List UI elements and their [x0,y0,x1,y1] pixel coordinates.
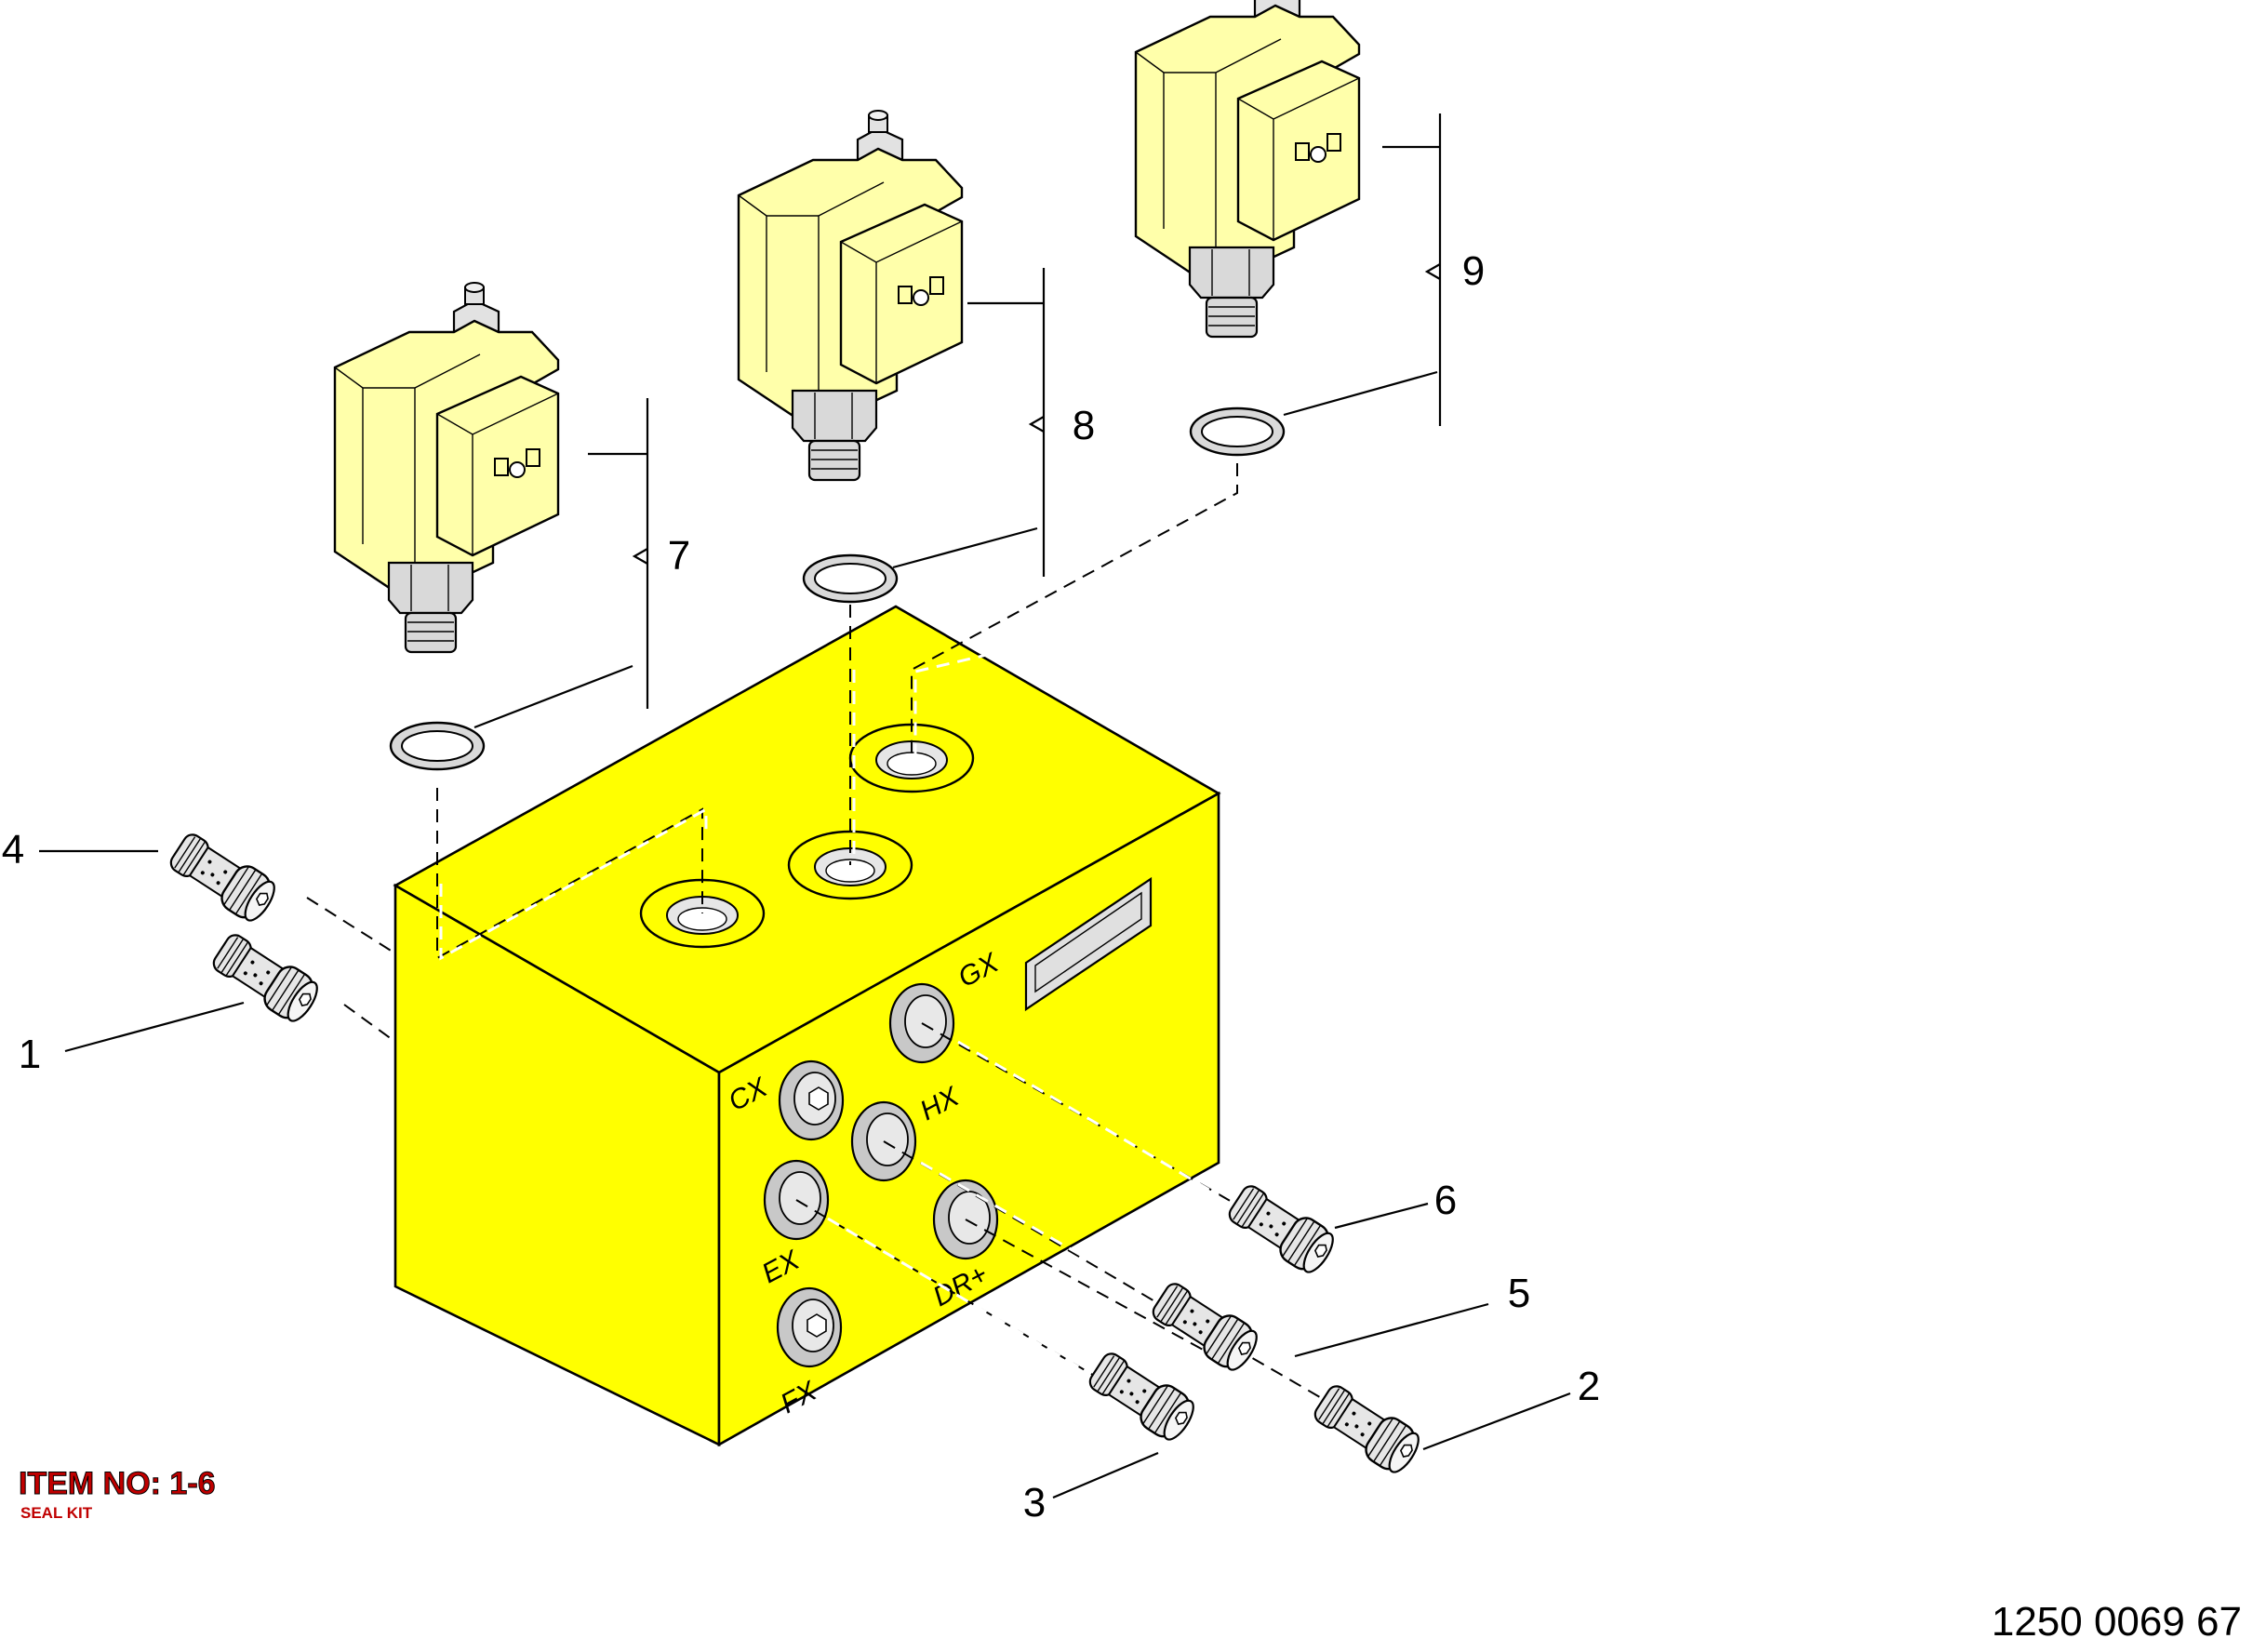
callout-1: 1 [19,1032,41,1077]
document-number: 1250 0069 67 [1992,1599,2242,1645]
socket-head [807,1313,827,1338]
assembly-centerlines [306,463,1350,1415]
o-ring-icon [1189,406,1286,457]
item-number-subtitle: SEAL KIT [20,1504,93,1522]
solenoid-valve-icon [1134,0,1361,339]
callout-4: 4 [2,827,24,873]
callout-3: 3 [1023,1480,1046,1525]
cartridge-plug-icon [164,826,282,928]
callout-8: 8 [1073,403,1095,448]
callout-5: 5 [1508,1271,1530,1316]
socket-head [808,1086,829,1111]
cartridge-plug-icon [1146,1275,1264,1378]
o-ring-icon [389,721,486,771]
leader-lines [39,113,1571,1499]
cartridge-plug-icon [1308,1378,1426,1480]
valve-block-icon [393,605,1221,1447]
cartridge-plug-icon [1083,1345,1201,1447]
solenoid-valve-icon [737,109,964,482]
callout-9: 9 [1462,248,1485,294]
solenoid-valve-icon [333,281,560,654]
callout-2: 2 [1578,1364,1600,1409]
cartridge-plug-icon [1222,1178,1340,1280]
o-ring-icon [802,553,899,604]
callout-6: 6 [1434,1178,1457,1223]
callout-7: 7 [668,533,690,579]
item-number-title: ITEM NO: 1-6 [19,1466,216,1501]
cartridge-plug-icon [207,926,325,1029]
top-bore [848,723,975,793]
